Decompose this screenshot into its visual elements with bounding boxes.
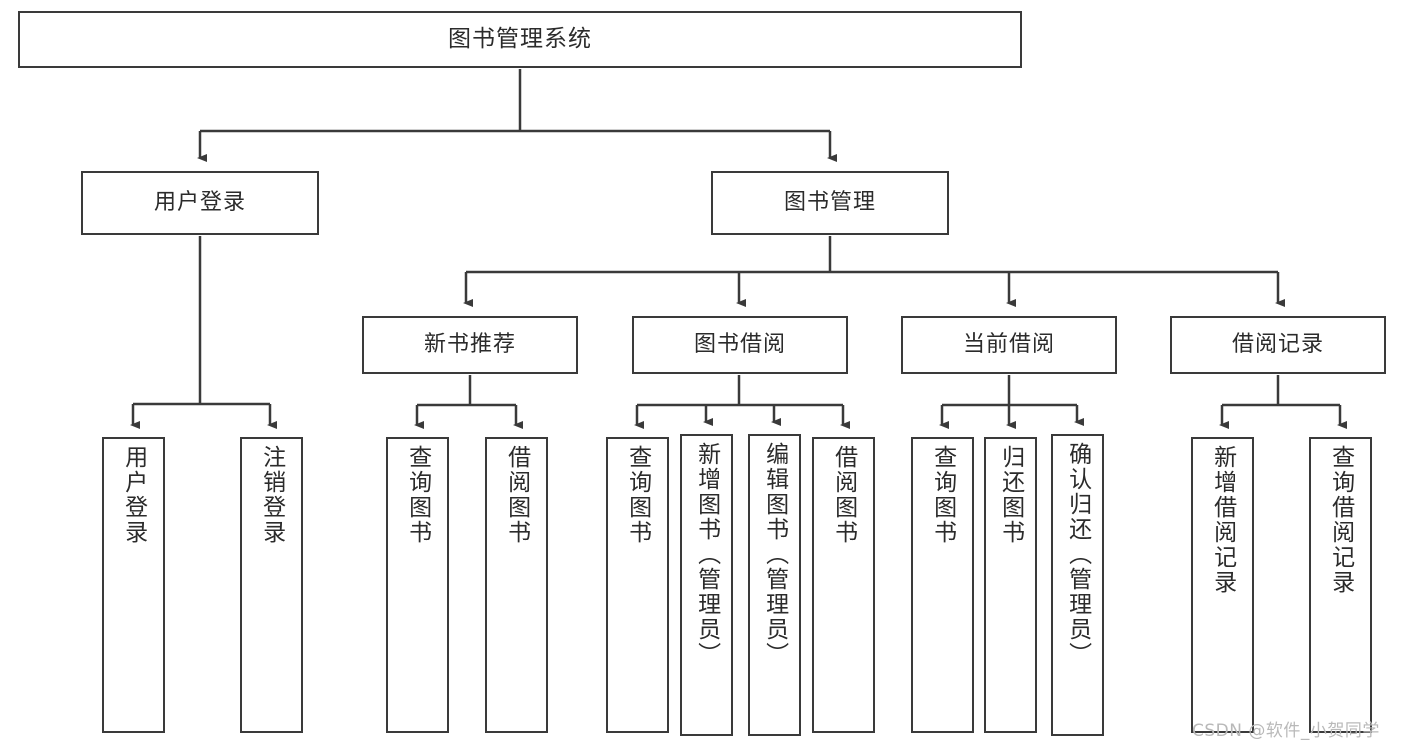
node-current-borrow[interactable]: 当前借阅 [901, 316, 1117, 374]
node-borrow-record[interactable]: 借阅记录 [1170, 316, 1386, 374]
node-root-book-management-system[interactable]: 图书管理系统 [18, 11, 1022, 68]
node-book-borrow[interactable]: 图书借阅 [632, 316, 848, 374]
leaf-user-login[interactable]: 用户登录 [102, 437, 165, 733]
leaf-borrow-book[interactable]: 借阅图书 [812, 437, 875, 733]
node-label: 借阅图书 [503, 445, 530, 545]
leaf-add-book-admin[interactable]: 新增图书（管理员） [680, 434, 733, 736]
node-label: 用户登录 [120, 445, 147, 545]
leaf-return-book[interactable]: 归还图书 [984, 437, 1037, 733]
node-user-login[interactable]: 用户登录 [81, 171, 319, 235]
node-new-book-recommend[interactable]: 新书推荐 [362, 316, 578, 374]
leaf-query-book-recommend[interactable]: 查询图书 [386, 437, 449, 733]
leaf-add-borrow-record[interactable]: 新增借阅记录 [1191, 437, 1254, 733]
node-label: 查询借阅记录 [1327, 445, 1354, 595]
node-label: 确认归还（管理员） [1064, 442, 1091, 667]
leaf-query-borrow-record[interactable]: 查询借阅记录 [1309, 437, 1372, 733]
node-label: 借阅图书 [830, 445, 857, 545]
node-label: 图书管理 [783, 190, 876, 216]
node-label: 新书推荐 [423, 332, 516, 358]
node-label: 借阅记录 [1231, 332, 1324, 358]
node-label: 查询图书 [404, 445, 431, 545]
node-label: 图书管理系统 [448, 25, 592, 52]
node-label: 归还图书 [997, 445, 1024, 545]
leaf-edit-book-admin[interactable]: 编辑图书（管理员） [748, 434, 801, 736]
node-label: 编辑图书（管理员） [761, 442, 788, 667]
node-label: 当前借阅 [962, 332, 1055, 358]
watermark-csdn: CSDN @软件_小贺同学 [1192, 721, 1380, 741]
node-label: 注销登录 [258, 445, 285, 545]
leaf-logout[interactable]: 注销登录 [240, 437, 303, 733]
leaf-query-book-borrow[interactable]: 查询图书 [606, 437, 669, 733]
node-label: 查询图书 [624, 445, 651, 545]
node-book-management[interactable]: 图书管理 [711, 171, 949, 235]
node-label: 新增借阅记录 [1209, 445, 1236, 595]
leaf-confirm-return-admin[interactable]: 确认归还（管理员） [1051, 434, 1104, 736]
node-label: 图书借阅 [693, 332, 786, 358]
leaf-query-book-current[interactable]: 查询图书 [911, 437, 974, 733]
node-label: 查询图书 [929, 445, 956, 545]
leaf-borrow-book-recommend[interactable]: 借阅图书 [485, 437, 548, 733]
node-label: 新增图书（管理员） [693, 442, 720, 667]
node-label: 用户登录 [153, 190, 246, 216]
